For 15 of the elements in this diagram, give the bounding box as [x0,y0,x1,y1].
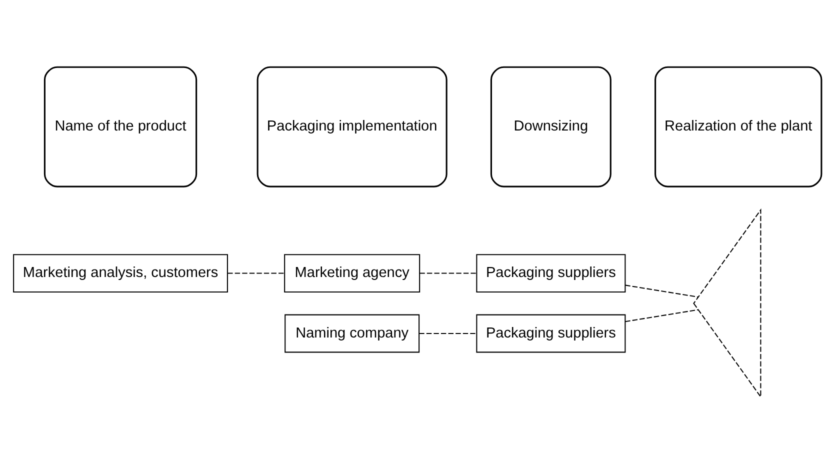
node-box: Packaging implementation [256,66,447,188]
connector [418,332,476,334]
connector [624,284,698,298]
node-box: Marketing agency [284,254,420,292]
node-box: Packaging suppliers [476,314,626,353]
connector [227,272,284,274]
node-box: Downsizing [490,66,611,188]
node-box: Naming company [284,314,420,353]
connector [419,272,476,274]
connector [624,309,698,322]
node-box: Packaging suppliers [476,254,626,292]
node-box: Name of the product [43,66,197,188]
node-box: Realization of the plant [654,66,822,188]
node-box: Marketing analysis, customers [12,254,228,292]
node-triangle [692,208,761,398]
